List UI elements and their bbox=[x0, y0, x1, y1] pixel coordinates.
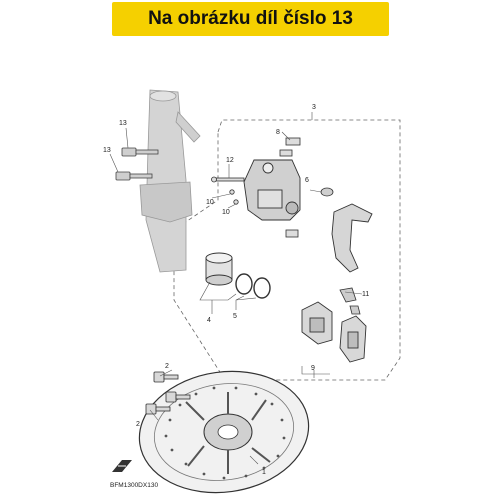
leader-lines bbox=[109, 112, 363, 465]
callout-9: 9 bbox=[311, 365, 315, 372]
brake-pads-9 bbox=[301, 301, 367, 363]
drawing-code: BFM1300DX130 bbox=[110, 482, 158, 489]
callout-3: 3 bbox=[312, 104, 316, 111]
callout-1: 1 bbox=[262, 469, 266, 476]
callout-2-a: 2 bbox=[165, 363, 169, 370]
bolt-13-upper bbox=[121, 147, 159, 157]
callout-2-b: 2 bbox=[136, 421, 140, 428]
pad-spring-11 bbox=[339, 287, 361, 315]
callout-6: 6 bbox=[305, 177, 309, 184]
callout-13-a: 13 bbox=[119, 120, 127, 127]
brake-caliper bbox=[243, 159, 301, 221]
brake-disc-1 bbox=[138, 370, 310, 494]
caliper-bracket bbox=[331, 203, 373, 273]
seal-5-a bbox=[235, 273, 253, 295]
pin-12 bbox=[211, 176, 245, 183]
bolt-13-lower bbox=[115, 171, 153, 181]
part-number-banner: Na obrázku díl číslo 13 bbox=[112, 2, 389, 36]
bleed-screw-8 bbox=[279, 137, 301, 157]
callout-5: 5 bbox=[233, 313, 237, 320]
front-direction-icon bbox=[112, 460, 132, 472]
seal-6 bbox=[320, 187, 334, 197]
callout-13-b: 13 bbox=[103, 147, 111, 154]
callout-4: 4 bbox=[207, 317, 211, 324]
slide-pin bbox=[285, 229, 299, 238]
callout-10-b: 10 bbox=[222, 209, 230, 216]
callout-10-a: 10 bbox=[206, 199, 214, 206]
callout-12: 12 bbox=[226, 157, 234, 164]
callout-11: 11 bbox=[362, 291, 369, 298]
piston-4 bbox=[205, 252, 233, 286]
pins-10 bbox=[229, 189, 239, 205]
disc-bolts-2 bbox=[145, 371, 191, 415]
assembly-boundary bbox=[173, 119, 401, 381]
front-fork bbox=[139, 89, 201, 273]
callout-8: 8 bbox=[276, 129, 280, 136]
seal-5-b bbox=[253, 277, 271, 299]
